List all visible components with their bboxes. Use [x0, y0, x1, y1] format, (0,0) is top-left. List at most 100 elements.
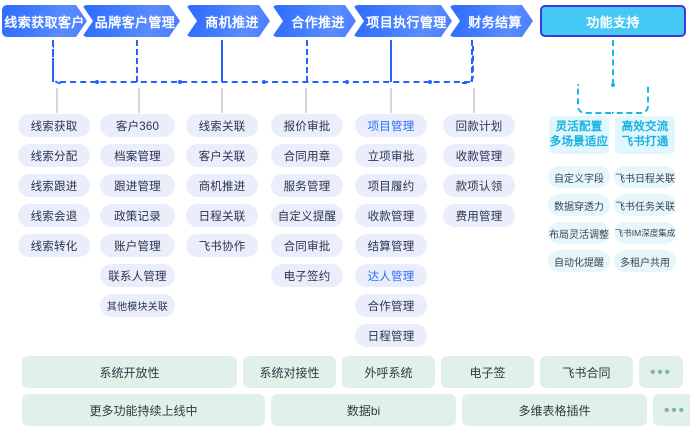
capability-pill-label: 飞书协作 — [198, 240, 246, 253]
support-pill-2-4[interactable]: 多租户共用 — [614, 250, 676, 272]
capability-pill-cooperation-1[interactable]: 报价审批 — [271, 114, 343, 137]
support-pill-1-1[interactable]: 自定义字段 — [548, 166, 610, 188]
ellipsis-icon: ••• — [664, 401, 686, 419]
capability-pill-label: 款项认领 — [455, 180, 503, 193]
support-group-header-1[interactable]: 灵活配置多场景适应 — [549, 116, 609, 154]
capability-pill-lead-5[interactable]: 线索转化 — [18, 234, 90, 257]
bottom-more-icon[interactable]: ••• — [639, 356, 683, 388]
capability-pill-project-8[interactable]: 日程管理 — [355, 324, 427, 347]
support-pill-label: 数据穿透力 — [554, 201, 604, 213]
support-pill-2-2[interactable]: 飞书任务关联 — [614, 194, 676, 216]
capability-pill-finance-4[interactable]: 费用管理 — [443, 204, 515, 227]
flow-step-4[interactable]: 合作推进 — [272, 5, 356, 37]
capability-pill-customer-5[interactable]: 账户管理 — [100, 234, 175, 257]
support-pill-1-2[interactable]: 数据穿透力 — [548, 194, 610, 216]
support-pill-label: 飞书任务关联 — [615, 201, 675, 213]
flow-step-6[interactable]: 财务结算 — [449, 5, 533, 37]
support-pill-label: 自动化提醒 — [554, 257, 604, 269]
bottom-bar-1-3[interactable]: 外呼系统 — [342, 356, 435, 388]
capability-pill-cooperation-4[interactable]: 自定义提醒 — [271, 204, 343, 227]
flow-step-label: 商机推进 — [205, 14, 259, 30]
bottom-bar-2-2[interactable]: 数据bi — [271, 394, 456, 426]
capability-pill-opportunity-1[interactable]: 线索关联 — [186, 114, 258, 137]
support-pill-1-3[interactable]: 布局灵活调整 — [548, 222, 610, 244]
capability-pill-customer-3[interactable]: 跟进管理 — [100, 174, 175, 197]
bottom-bar-1-2[interactable]: 系统对接性 — [243, 356, 336, 388]
support-pill-label: 飞书IM深度集成 — [614, 228, 676, 238]
capability-pill-label: 账户管理 — [114, 240, 161, 253]
connector-junction-dot — [345, 80, 349, 84]
capability-pill-label: 其他模块关联 — [106, 302, 169, 313]
bottom-more-icon[interactable]: ••• — [653, 394, 690, 426]
support-corner-right — [612, 84, 649, 114]
bottom-bar-2-3[interactable]: 多维表格插件 — [462, 394, 647, 426]
capability-pill-cooperation-2[interactable]: 合同用章 — [271, 144, 343, 167]
capability-pill-label: 线索跟进 — [30, 180, 78, 193]
capability-pill-project-6[interactable]: 达人管理 — [355, 264, 427, 287]
capability-pill-project-7[interactable]: 合作管理 — [355, 294, 427, 317]
support-pill-2-3[interactable]: 飞书IM深度集成 — [614, 222, 676, 244]
support-group-header-2[interactable]: 高效交流飞书打通 — [615, 116, 675, 154]
capability-pill-label: 立项审批 — [367, 150, 415, 163]
capability-pill-opportunity-2[interactable]: 客户关联 — [186, 144, 258, 167]
capability-pill-project-5[interactable]: 结算管理 — [355, 234, 427, 257]
flow-step-1[interactable]: 线索获取客户 — [2, 5, 87, 37]
capability-pill-finance-2[interactable]: 收款管理 — [443, 144, 515, 167]
capability-pill-lead-3[interactable]: 线索跟进 — [18, 174, 90, 197]
column-stub-6 — [473, 88, 475, 113]
capability-pill-customer-4[interactable]: 政策记录 — [100, 204, 175, 227]
bottom-bar-1-4[interactable]: 电子签 — [441, 356, 534, 388]
capability-pill-label: 项目履约 — [367, 180, 415, 193]
capability-pill-label: 日程管理 — [367, 330, 415, 343]
connector-drop-2 — [136, 40, 138, 82]
capability-pill-label: 线索转化 — [30, 240, 78, 253]
capability-pill-cooperation-5[interactable]: 合同审批 — [271, 234, 343, 257]
capability-pill-cooperation-3[interactable]: 服务管理 — [271, 174, 343, 197]
flow-step-5[interactable]: 项目执行管理 — [353, 5, 452, 37]
bottom-bar-label: 电子签 — [469, 365, 506, 380]
support-box[interactable]: 功能支持 — [540, 5, 686, 37]
support-pill-2-1[interactable]: 飞书日程关联 — [614, 166, 676, 188]
capability-pill-label: 收款管理 — [455, 150, 503, 163]
bottom-bar-1-5[interactable]: 飞书合同 — [540, 356, 633, 388]
capability-pill-label: 合作管理 — [367, 300, 415, 313]
capability-pill-label: 日程关联 — [198, 210, 246, 223]
capability-pill-opportunity-5[interactable]: 飞书协作 — [186, 234, 258, 257]
capability-pill-opportunity-4[interactable]: 日程关联 — [186, 204, 258, 227]
capability-pill-project-4[interactable]: 收款管理 — [355, 204, 427, 227]
capability-pill-cooperation-6[interactable]: 电子签约 — [271, 264, 343, 287]
bottom-bar-label: 外呼系统 — [364, 365, 413, 380]
bottom-bar-1-1[interactable]: 系统开放性 — [22, 356, 237, 388]
bottom-bar-2-1[interactable]: 更多功能持续上线中 — [22, 394, 265, 426]
flow-step-label: 线索获取客户 — [4, 14, 85, 30]
bottom-bar-label: 飞书合同 — [562, 365, 611, 380]
capability-pill-customer-1[interactable]: 客户360 — [100, 114, 175, 137]
capability-pill-label: 回款计划 — [455, 120, 503, 133]
capability-pill-opportunity-3[interactable]: 商机推进 — [186, 174, 258, 197]
column-stub-5 — [390, 88, 392, 113]
capability-pill-customer-2[interactable]: 档案管理 — [100, 144, 175, 167]
capability-pill-customer-7[interactable]: 其他模块关联 — [100, 294, 175, 317]
flow-step-label: 品牌客户管理 — [94, 14, 176, 30]
capability-pill-label: 档案管理 — [114, 150, 161, 163]
capability-pill-finance-1[interactable]: 回款计划 — [443, 114, 515, 137]
capability-pill-lead-2[interactable]: 线索分配 — [18, 144, 90, 167]
support-group-title-line2: 多场景适应 — [549, 136, 609, 148]
capability-pill-finance-3[interactable]: 款项认领 — [443, 174, 515, 197]
capability-pill-project-3[interactable]: 项目履约 — [355, 174, 427, 197]
flow-step-2[interactable]: 品牌客户管理 — [82, 5, 180, 37]
capability-pill-lead-1[interactable]: 线索获取 — [18, 114, 90, 137]
capability-pill-customer-6[interactable]: 联系人管理 — [100, 264, 175, 287]
support-pill-1-4[interactable]: 自动化提醒 — [548, 250, 610, 272]
capability-pill-project-1[interactable]: 项目管理 — [355, 114, 427, 137]
support-corner-left — [577, 84, 614, 114]
capability-pill-lead-4[interactable]: 线索会退 — [18, 204, 90, 227]
bottom-bar-label: 更多功能持续上线中 — [89, 403, 198, 418]
flow-step-label: 项目执行管理 — [366, 14, 447, 30]
connector-drop-4 — [306, 40, 308, 82]
capability-pill-project-2[interactable]: 立项审批 — [355, 144, 427, 167]
capability-pill-label: 达人管理 — [367, 270, 415, 283]
flow-step-3[interactable]: 商机推进 — [186, 5, 270, 37]
capability-pill-label: 商机推进 — [198, 180, 246, 193]
support-pill-label: 飞书日程关联 — [615, 173, 675, 185]
